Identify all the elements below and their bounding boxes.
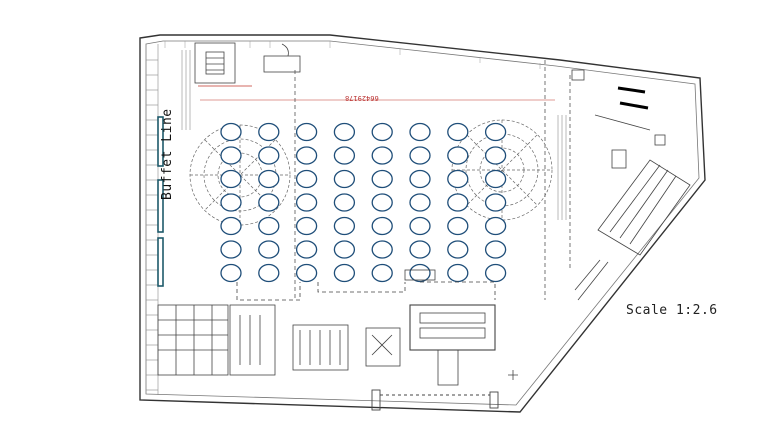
round-table [484, 169, 507, 189]
round-table [333, 263, 356, 283]
round-table [295, 263, 318, 283]
round-table [484, 193, 507, 212]
round-table [333, 146, 356, 165]
scale-label: Scale 1:2.6 [626, 303, 718, 318]
round-table [409, 169, 431, 189]
right-stair-core [571, 69, 691, 301]
round-table [333, 122, 356, 142]
plan-notes [181, 50, 567, 220]
round-table [220, 263, 242, 283]
building-outline [139, 34, 706, 413]
round-table [295, 216, 318, 236]
round-table [371, 240, 393, 259]
round-table [371, 263, 393, 283]
round-table [295, 122, 318, 142]
top-wall-hatch [164, 41, 541, 69]
round-table [409, 122, 431, 142]
round-table [220, 193, 242, 212]
round-table [409, 263, 431, 283]
round-table [220, 146, 242, 165]
round-table [371, 216, 393, 236]
round-table [220, 122, 242, 142]
service-area [157, 269, 518, 386]
perimeter-hatch [146, 44, 159, 395]
entry-area [371, 389, 499, 411]
round-table [295, 146, 318, 165]
round-table [220, 169, 242, 189]
round-table [295, 193, 318, 212]
round-tables [220, 122, 507, 283]
round-table [447, 122, 469, 142]
round-table [258, 122, 280, 142]
dimension-label: 66429178 [345, 94, 379, 102]
round-table [409, 216, 431, 236]
round-table [484, 122, 507, 142]
round-table [258, 263, 280, 283]
round-table [484, 216, 507, 236]
center-axis [294, 60, 571, 300]
round-table [333, 240, 356, 259]
buffet-table-2 [157, 179, 164, 233]
round-table [295, 240, 318, 259]
round-table [484, 146, 507, 165]
round-table [371, 193, 393, 212]
round-table [333, 216, 356, 236]
round-table [409, 146, 431, 165]
round-table [447, 240, 469, 259]
round-table [447, 193, 469, 212]
round-table [258, 240, 280, 259]
round-table [409, 240, 431, 259]
buffet-tables [157, 116, 164, 287]
round-table [333, 169, 356, 189]
buffet-table-3 [157, 237, 164, 287]
round-table [258, 169, 280, 189]
round-table [371, 122, 393, 142]
round-table [371, 169, 393, 189]
round-table [258, 193, 280, 212]
buffet-table-1 [157, 116, 164, 167]
round-table [371, 146, 393, 165]
round-table [220, 216, 242, 236]
round-table [220, 240, 242, 259]
round-table [258, 216, 280, 236]
round-table [447, 169, 469, 189]
round-table [295, 169, 318, 189]
buffet-line-label: Buffet Line [160, 108, 175, 200]
round-table [484, 263, 507, 283]
stair-core-top [194, 42, 301, 87]
round-table [447, 263, 469, 283]
round-table [409, 193, 431, 212]
round-table [258, 146, 280, 165]
round-table [447, 146, 469, 165]
round-table [333, 193, 356, 212]
round-table [447, 216, 469, 236]
round-table [484, 240, 507, 259]
